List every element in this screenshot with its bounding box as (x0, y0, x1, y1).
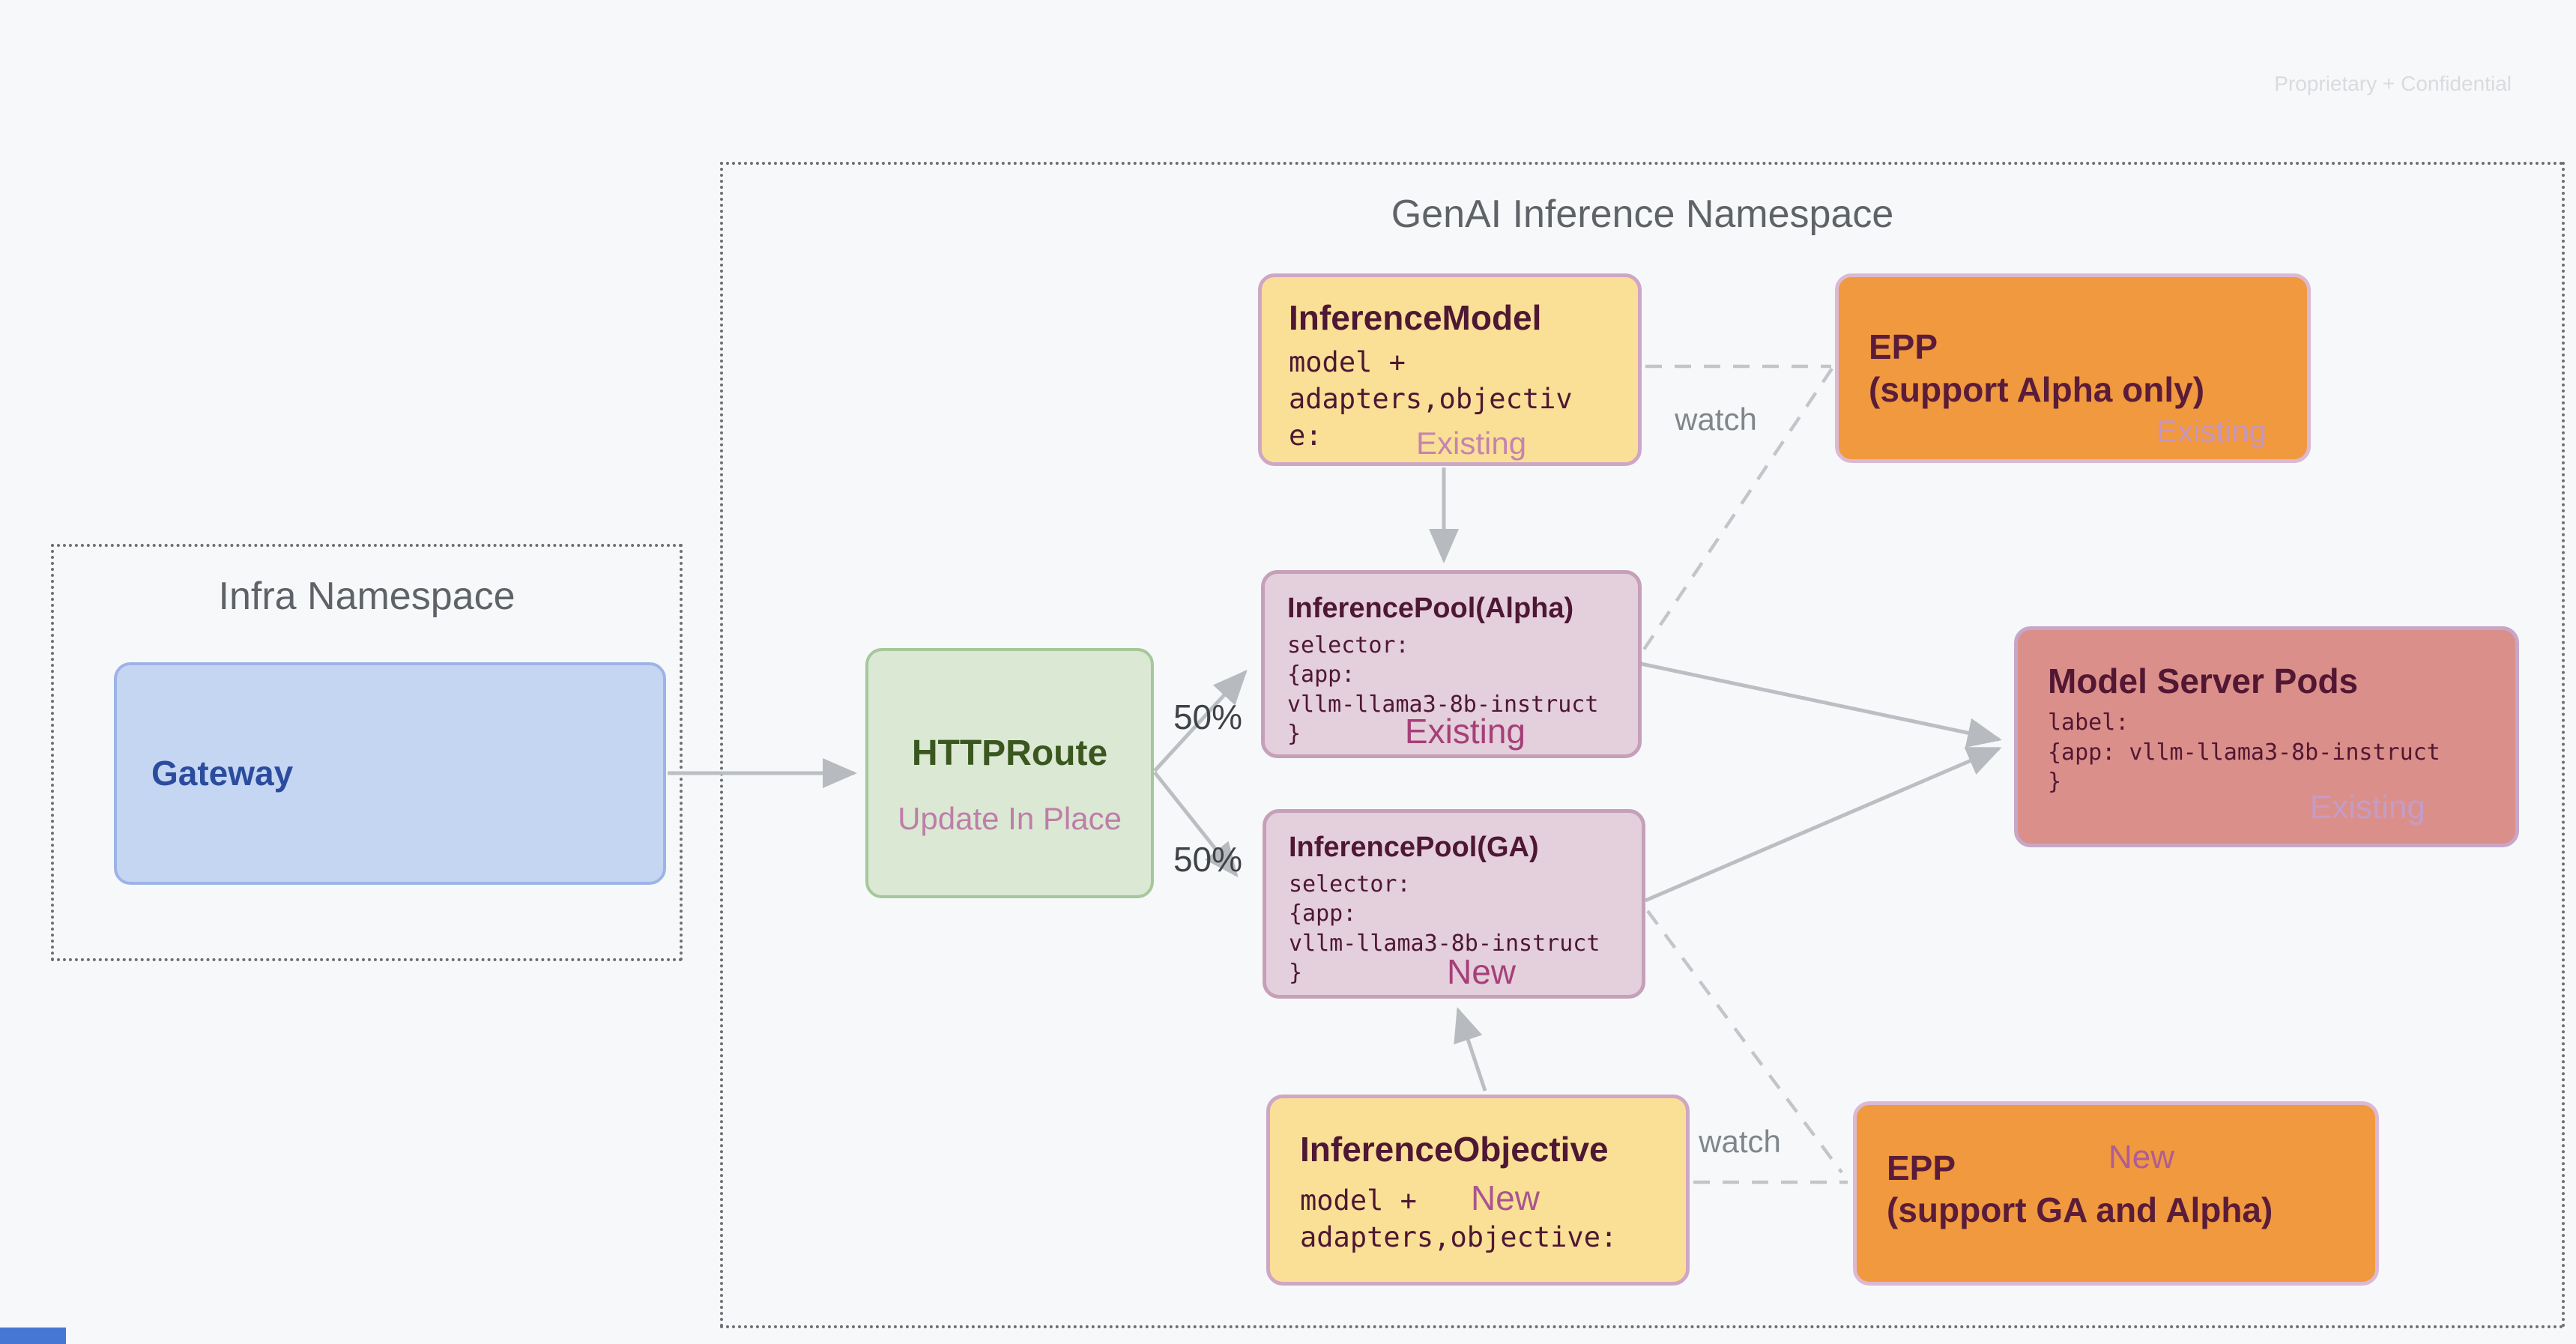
genai-namespace-title: GenAI Inference Namespace (1391, 193, 1894, 236)
gateway-title: Gateway (151, 754, 294, 793)
inference-objective-status-badge: New (1470, 1178, 1540, 1218)
model-server-pods-status-badge: Existing (2309, 789, 2425, 826)
gateway-node[interactable]: Gateway (114, 662, 666, 885)
arrow-pool-ga-pods (1645, 746, 2002, 903)
inference-pool-ga-code: selector: {app: vllm-llama3-8b-instruct … (1289, 871, 1600, 987)
inference-objective-code-line2: adapters,objective: (1300, 1220, 1618, 1253)
route-alpha-weight-label: 50% (1173, 697, 1243, 736)
inference-pool-alpha-node[interactable]: InferencePool(Alpha) selector: {app: vll… (1261, 570, 1642, 758)
inference-pool-alpha-code: selector: {app: vllm-llama3-8b-instruct … (1287, 632, 1599, 748)
inference-model-code: model + adapters,objectiv e: (1289, 346, 1573, 452)
inference-pool-ga-node[interactable]: InferencePool(GA) selector: {app: vllm-l… (1263, 809, 1645, 999)
inference-pool-ga-title: InferencePool(GA) (1289, 832, 1539, 863)
model-server-pods-code: label: {app: vllm-llama3-8b-instruct } (2048, 709, 2440, 796)
inference-model-status-badge: Existing (1416, 426, 1527, 461)
httproute-title: HTTPRoute (911, 733, 1108, 773)
epp-alpha-title: EPP (support Alpha only) (1869, 327, 2205, 409)
watch-label-top: watch (1675, 402, 1757, 437)
arrow-httproute-pool-alpha (1153, 670, 1248, 772)
inference-pool-alpha-title: InferencePool(Alpha) (1287, 593, 1574, 624)
inference-objective-node[interactable]: InferenceObjective model + New adapters,… (1266, 1095, 1690, 1286)
epp-ga-status-badge: New (2108, 1139, 2175, 1175)
epp-ga-title: EPP (support GA and Alpha) (1887, 1148, 2273, 1230)
inference-pool-ga-status-badge: New (1446, 952, 1516, 991)
model-server-pods-node[interactable]: Model Server Pods label: {app: vllm-llam… (2014, 626, 2519, 847)
httproute-subtitle: Update In Place (898, 801, 1122, 837)
inference-objective-code-line1: model + (1300, 1184, 1417, 1217)
epp-alpha-node[interactable]: EPP (support Alpha only) Existing (1835, 273, 2311, 463)
arrow-httproute-pool-ga (1153, 771, 1239, 878)
watch-label-bottom: watch (1699, 1124, 1781, 1159)
confidential-watermark: Proprietary + Confidential (2274, 72, 2512, 95)
inference-pool-alpha-status-badge: Existing (1404, 712, 1526, 751)
arrow-pool-alpha-pods (1640, 662, 2002, 748)
infra-namespace-title: Infra Namespace (218, 575, 515, 618)
decorative-corner-shape (0, 1328, 66, 1344)
arrow-inferenceobjective-pool-ga (1454, 1007, 1487, 1092)
model-server-pods-title: Model Server Pods (2048, 662, 2359, 700)
dashed-pool-ga-epp-ga (1646, 909, 1843, 1174)
epp-alpha-status-badge: Existing (2156, 414, 2267, 449)
inference-model-node[interactable]: InferenceModel model + adapters,objectiv… (1258, 273, 1642, 466)
infra-namespace-container (51, 544, 683, 961)
inference-model-title: InferenceModel (1289, 298, 1542, 337)
httproute-node[interactable]: HTTPRoute Update In Place (865, 648, 1154, 898)
epp-ga-node[interactable]: EPP (support GA and Alpha) New (1853, 1101, 2379, 1286)
route-ga-weight-label: 50% (1173, 840, 1243, 879)
inference-objective-title: InferenceObjective (1300, 1130, 1609, 1169)
genai-namespace-container (720, 162, 2565, 1328)
